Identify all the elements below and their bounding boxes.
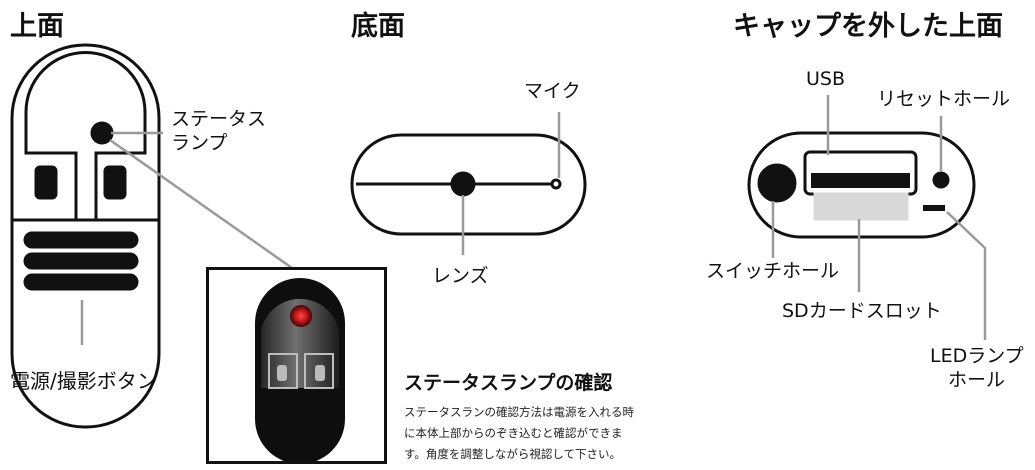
status-lamp-photo-leader <box>109 138 293 270</box>
led-lamp-hole-leader <box>946 211 987 340</box>
status-lamp-label-line2: ランプ <box>171 132 228 154</box>
photo-right-slot <box>315 365 325 381</box>
usb-tongue <box>811 173 910 188</box>
bottom-view-title: 底面 <box>351 11 405 42</box>
top-view-title: 上面 <box>10 11 64 42</box>
mic-hole <box>550 178 562 190</box>
sd-card-slot <box>813 192 909 221</box>
photo-left-slot <box>277 365 287 381</box>
usb-label: USB <box>806 68 846 90</box>
power-button-bar-3 <box>23 273 139 291</box>
status-lamp-dot <box>90 121 114 145</box>
power-button-label: 電源/撮影ボタン <box>10 369 157 393</box>
status-check-description: ステータスランの確認方法は電源を入れる時 に本体上部からのぞき込むと確認ができま… <box>404 402 724 465</box>
status-check-desc-line3: す。角度を調整しながら視認して下さい。 <box>404 447 622 461</box>
led-lamp-hole <box>923 205 945 211</box>
photo-red-lamp <box>290 305 312 327</box>
reset-hole-label: リセットホール <box>877 88 1011 110</box>
capless-view-device <box>747 131 976 239</box>
bottom-body-outline <box>350 133 587 236</box>
capless-body-outline <box>747 131 976 239</box>
top-view-device <box>10 43 161 429</box>
power-button-bar-1 <box>23 231 139 249</box>
bottom-view-device <box>350 133 587 236</box>
status-lamp-photo <box>206 267 387 464</box>
right-slot-icon <box>103 165 127 200</box>
lens-dot <box>450 171 476 197</box>
photo-cap-right-window <box>304 353 334 389</box>
status-check-desc-line2: に本体上部からのぞき込むと確認ができま <box>404 426 623 440</box>
status-check-desc-line1: ステータスランの確認方法は電源を入れる時 <box>404 405 634 419</box>
cap-outline <box>24 51 147 222</box>
power-button-bar-2 <box>23 252 139 270</box>
left-slot-icon <box>34 165 58 200</box>
capless-top-view-title: キャップを外した上面 <box>733 11 1003 42</box>
status-lamp-label-line1: ステータス <box>171 108 267 130</box>
sd-slot-label: SDカードスロット <box>782 300 942 322</box>
status-check-heading: ステータスランプの確認 <box>404 372 613 394</box>
switch-hole <box>757 163 797 203</box>
reset-hole <box>932 171 950 189</box>
led-lamp-hole-label-line2: ホール <box>948 369 1006 391</box>
photo-cap-left-window <box>268 353 298 389</box>
status-lamp-photo-art <box>255 278 345 461</box>
lens-label: レンズ <box>432 265 489 287</box>
switch-hole-label: スイッチホール <box>706 260 840 282</box>
device-body-outline <box>10 43 161 429</box>
led-lamp-hole-label-line1: LEDランプ <box>930 345 1024 367</box>
mic-label: マイク <box>524 80 581 102</box>
